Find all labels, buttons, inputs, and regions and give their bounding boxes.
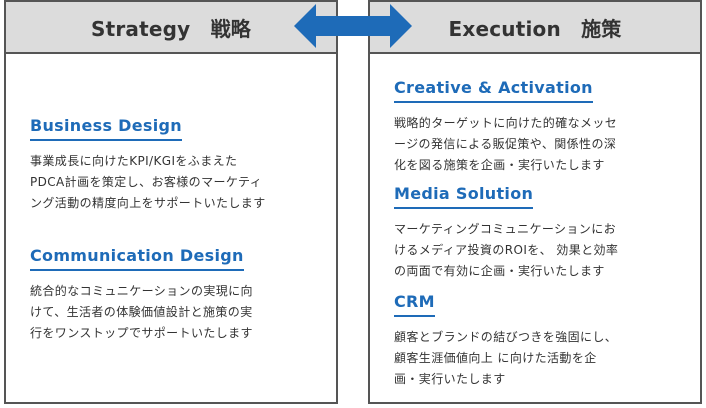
crm-section: CRM 顧客とブランドの結びつきを強固にし、 顧客生涯価値向上 に向けた活動を企… bbox=[394, 292, 692, 390]
business-design-title: Business Design bbox=[30, 116, 182, 141]
strategy-panel-title: Strategy 戦略 bbox=[6, 2, 336, 54]
double-arrow-shape bbox=[294, 4, 412, 48]
creative-activation-title: Creative & Activation bbox=[394, 78, 593, 103]
media-solution-description: マーケティングコミュニケーションにお けるメディア投資のROIを、 効果と効率 … bbox=[394, 222, 619, 278]
execution-panel: Execution 施策 Creative & Activation 戦略的ター… bbox=[368, 0, 702, 404]
crm-description: 顧客とブランドの結びつきを強固にし、 顧客生涯価値向上 に向けた活動を企 画・実… bbox=[394, 330, 618, 386]
media-solution-title: Media Solution bbox=[394, 184, 534, 209]
communication-design-section: Communication Design 統合的なコミュニケーションの実現に向 … bbox=[30, 246, 328, 344]
execution-panel-title: Execution 施策 bbox=[370, 2, 700, 54]
business-design-section: Business Design 事業成長に向けたKPI/KGIをふまえた PDC… bbox=[30, 116, 328, 214]
double-arrow-icon bbox=[294, 4, 412, 48]
business-design-description: 事業成長に向けたKPI/KGIをふまえた PDCA計画を策定し、お客様のマーケテ… bbox=[30, 154, 266, 210]
media-solution-section: Media Solution マーケティングコミュニケーションにお けるメディア… bbox=[394, 184, 692, 282]
creative-activation-section: Creative & Activation 戦略的ターゲットに向けた的確なメッセ… bbox=[394, 78, 692, 176]
creative-activation-description: 戦略的ターゲットに向けた的確なメッセ ージの発信による販促策や、関係性の深 化を… bbox=[394, 116, 618, 172]
strategy-panel: Strategy 戦略 Business Design 事業成長に向けたKPI/… bbox=[4, 0, 338, 404]
crm-title: CRM bbox=[394, 292, 435, 317]
communication-design-title: Communication Design bbox=[30, 246, 244, 271]
communication-design-description: 統合的なコミュニケーションの実現に向 けて、生活者の体験価値設計と施策の実 行を… bbox=[30, 284, 253, 340]
